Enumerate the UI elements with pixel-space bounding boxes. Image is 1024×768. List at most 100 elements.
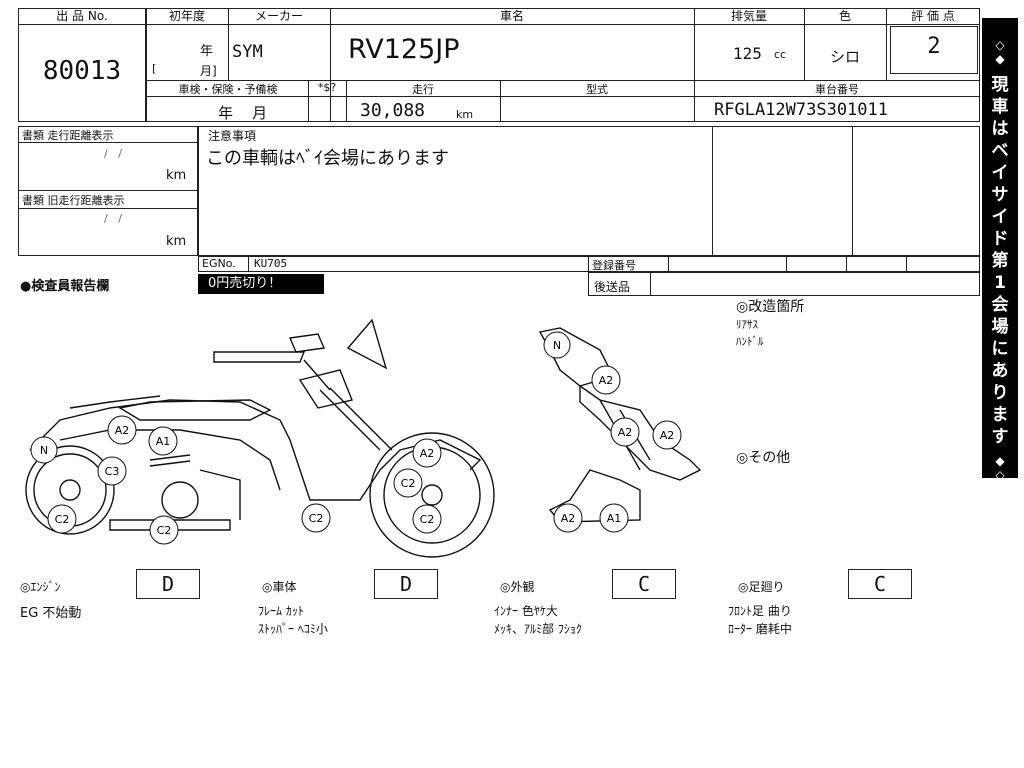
mileage-value: 30,088 <box>360 100 426 121</box>
type-label: 型式 <box>586 83 608 96</box>
banner-char: 場 <box>991 317 1009 337</box>
banner-char: サ <box>991 185 1009 205</box>
reg-number-label: 登録番号 <box>592 259 636 272</box>
chassis-grade: C <box>848 569 912 599</box>
banner-char: 車 <box>991 97 1009 117</box>
doc1-slashes: / / <box>104 147 122 160</box>
lot-cell <box>18 8 146 122</box>
exterior-grade-label: ◎外観 <box>500 580 535 594</box>
banner-char: り <box>991 383 1009 403</box>
banner-char: ま <box>991 405 1009 425</box>
svg-text:C2: C2 <box>157 524 172 537</box>
egno-value: KU705 <box>254 257 288 270</box>
mark-c2-1: C2 <box>47 504 77 534</box>
doc2-slashes: / / <box>104 212 122 225</box>
displacement-value: 125 <box>733 44 762 63</box>
mods-title: ◎改造箇所 <box>736 299 805 315</box>
displacement-unit: cc <box>774 48 787 61</box>
docs-block <box>18 126 198 256</box>
maker-label: メーカー <box>254 9 303 23</box>
model-label: 車名 <box>499 9 524 23</box>
first-reg-year: 年 <box>200 44 214 59</box>
svg-text:A2: A2 <box>420 447 435 460</box>
lot-number: 80013 <box>42 56 122 86</box>
svg-text:C2: C2 <box>55 513 70 526</box>
first-reg-label: 初年度 <box>168 9 205 23</box>
mark-a2-3: A2 <box>591 365 621 395</box>
banner-char: ド <box>991 229 1009 249</box>
color-label: 色 <box>838 9 851 23</box>
engine-grade-label: ◎ｴﾝｼﾞﾝ <box>20 580 61 594</box>
svg-text:A2: A2 <box>599 374 614 387</box>
mark-c2-3: C2 <box>393 468 423 498</box>
first-reg-bracket: [ <box>152 62 157 75</box>
svg-text:A2: A2 <box>660 429 675 442</box>
color-value: シロ <box>830 48 861 66</box>
svg-text:C3: C3 <box>105 465 120 478</box>
ship-label: 後送品 <box>594 280 631 294</box>
exterior-note-2: ﾒｯｷ、ｱﾙﾐ部 ﾌｼｮｸ <box>494 622 582 636</box>
price-label: *$? <box>317 81 337 94</box>
mark-a2-1: A2 <box>107 415 137 445</box>
egno-label: EGNo. <box>202 257 236 270</box>
chassis-note-2: ﾛｰﾀｰ 磨耗中 <box>728 622 792 636</box>
engine-note-1: EG 不始動 <box>20 606 82 621</box>
mark-c2-4: C2 <box>301 503 331 533</box>
banner-char: あ <box>991 361 1009 381</box>
svg-text:A2: A2 <box>115 424 130 437</box>
mark-n-2: N <box>543 331 571 359</box>
banner-bottom-symbols: ◆◇ <box>993 454 1007 482</box>
svg-text:N: N <box>40 444 48 457</box>
score-label: 評 価 点 <box>911 9 955 23</box>
doc2-label: 書類 旧走行距離表示 <box>22 194 125 207</box>
lot-label: 出 品 No. <box>56 9 108 23</box>
banner-char: イ <box>991 163 1009 183</box>
chassis-note-1: ﾌﾛﾝﾄ足 曲り <box>728 604 792 618</box>
main-header-table <box>146 8 980 122</box>
notes-block <box>198 126 980 256</box>
mark-c2-2: C2 <box>149 515 179 545</box>
egno-row <box>198 256 980 272</box>
banner-char: 1 <box>994 273 1006 293</box>
exterior-grade: C <box>612 569 676 599</box>
banner-char: イ <box>991 207 1009 227</box>
svg-text:C2: C2 <box>309 512 324 525</box>
other-title: ◎その他 <box>736 450 791 466</box>
first-reg-month: 月] <box>200 64 217 78</box>
banner-top-symbols: ◇◆ <box>993 38 1007 66</box>
mileage-label: 走行 <box>412 83 434 96</box>
exterior-note-1: ｲﾝﾅｰ 色ﾔｹ大 <box>494 604 558 618</box>
mod-item-handle: ﾊﾝﾄﾞﾙ <box>736 335 764 348</box>
mark-a2-4: A2 <box>610 417 640 447</box>
inspector-label: ●検査員報告欄 <box>20 279 110 294</box>
banner-char: 第 <box>991 251 1009 271</box>
inspection-label: 車検・保険・予備検 <box>178 83 278 96</box>
svg-text:A2: A2 <box>618 426 633 439</box>
mark-a2-5: A2 <box>652 420 682 450</box>
svg-text:C2: C2 <box>420 513 435 526</box>
mark-c2-5: C2 <box>412 504 442 534</box>
sold-badge: 0円売切り！ <box>198 274 324 294</box>
frame-label: 車台番号 <box>815 83 859 96</box>
ship-row <box>588 272 980 296</box>
svg-text:A2: A2 <box>561 512 576 525</box>
svg-text:N: N <box>553 339 561 352</box>
body-note-1: ﾌﾚｰﾑ ｶｯﾄ <box>258 604 304 618</box>
mark-a1-2: A1 <box>599 503 629 533</box>
svg-text:C2: C2 <box>401 477 416 490</box>
mark-a2-6: A2 <box>553 503 583 533</box>
svg-text:A1: A1 <box>607 512 622 525</box>
body-note-2: ｽﾄｯﾊﾟｰ ﾍｺﾐ小 <box>258 622 328 636</box>
maker-value: SYM <box>232 42 263 62</box>
mark-n-1: N <box>30 436 58 464</box>
svg-text:A1: A1 <box>156 435 171 448</box>
mark-a1-1: A1 <box>148 426 178 456</box>
frame-number: RFGLA12W73S301011 <box>714 100 888 120</box>
mod-item-rear-suspension: ﾘｱｻｽ <box>736 318 758 331</box>
notes-label: 注意事項 <box>208 129 257 143</box>
banner-char: ベ <box>991 141 1009 161</box>
body-grade: D <box>374 569 438 599</box>
model-value: RV125JP <box>348 34 460 65</box>
